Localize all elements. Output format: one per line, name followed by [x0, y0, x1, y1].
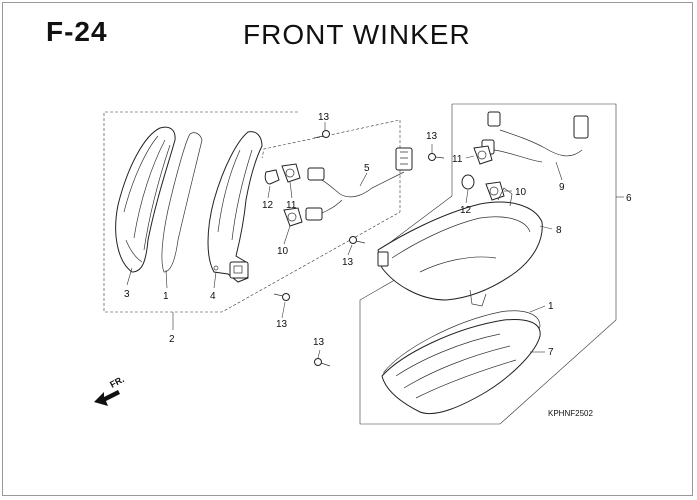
part-1-left-packing [161, 132, 203, 273]
callout-13-a: 13 [318, 112, 330, 123]
part-10-left-socket [283, 207, 303, 227]
part-11-right-socket [473, 145, 493, 165]
callout-12-right: 12 [460, 205, 472, 216]
callout-10-right: 10 [515, 187, 527, 198]
callout-3: 3 [124, 289, 130, 300]
callout-1-left: 1 [163, 291, 169, 302]
part-13-screw-c [428, 153, 445, 161]
callout-11-left: 11 [286, 200, 297, 211]
catalog-code: KPHNF2502 [548, 409, 593, 418]
part-4-left-housing [207, 131, 263, 283]
part-12-left-bulb [264, 169, 280, 185]
callout-13-e: 13 [313, 337, 325, 348]
figure-code: F-24 [46, 16, 108, 47]
callout-7: 7 [548, 347, 554, 358]
part-12-right-grommet [461, 174, 475, 190]
right-group-boundary [359, 103, 617, 425]
callout-10-left: 10 [277, 246, 289, 257]
part-3-left-lens [115, 126, 176, 273]
part-11-left-socket [281, 163, 301, 183]
part-13-screw-d [349, 236, 366, 244]
part-13-screw-a [313, 130, 330, 139]
callout-13-b: 13 [276, 319, 288, 330]
part-5-left-harness [305, 147, 413, 221]
callout-6: 6 [626, 193, 632, 204]
part-13-screw-b [273, 293, 290, 301]
callout-13-d: 13 [342, 257, 354, 268]
direction-label: FR. [108, 374, 125, 390]
callout-2: 2 [169, 334, 175, 345]
figure-title: FRONT WINKER [243, 19, 471, 50]
callout-11-right: 11 [452, 154, 463, 165]
part-13-screw-e [314, 358, 331, 367]
page-border [2, 2, 693, 496]
part-7-right-lens [381, 319, 541, 415]
front-direction-arrow-icon [94, 390, 120, 406]
callout-5: 5 [364, 163, 370, 174]
leader-lines [126, 122, 624, 359]
callout-4: 4 [210, 291, 216, 302]
callout-13-c: 13 [426, 131, 438, 142]
part-9-right-harness [481, 111, 589, 163]
part-8-right-housing [377, 187, 543, 307]
callout-12-left: 12 [262, 200, 274, 211]
callout-9: 9 [559, 182, 565, 193]
callout-8: 8 [556, 225, 562, 236]
part-10-right-socket [485, 181, 505, 201]
left-group-boundary [103, 111, 401, 313]
callout-1-right: 1 [548, 301, 554, 312]
